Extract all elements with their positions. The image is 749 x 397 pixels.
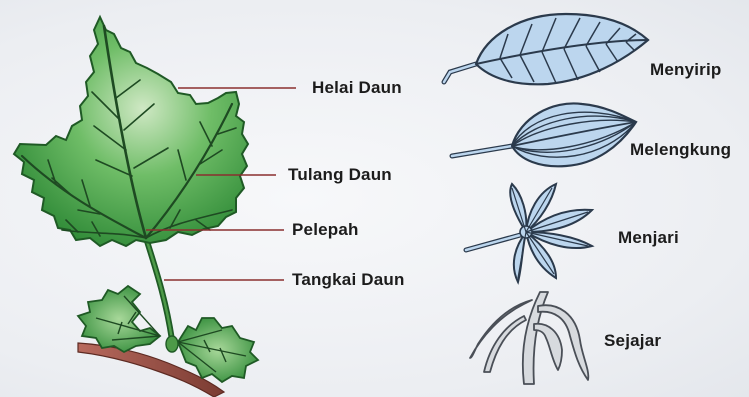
label-tangkai-daun: Tangkai Daun: [292, 270, 405, 290]
leaf-menyirip-illustration: [444, 14, 648, 84]
label-pelepah: Pelepah: [292, 220, 359, 240]
leaf-sejajar-illustration: [470, 292, 588, 384]
label-menjari: Menjari: [618, 228, 679, 248]
main-plant-illustration: [14, 17, 258, 397]
label-sejajar: Sejajar: [604, 331, 661, 351]
label-menyirip: Menyirip: [650, 60, 722, 80]
label-tulang-daun: Tulang Daun: [288, 165, 392, 185]
sheath-node: [166, 336, 178, 352]
leaf-melengkung-illustration: [452, 103, 636, 166]
label-helai-daun: Helai Daun: [312, 78, 402, 98]
label-melengkung: Melengkung: [630, 140, 731, 160]
small-leaf-left: [78, 286, 160, 352]
main-leaf-blade: [14, 17, 248, 246]
leaf-menjari-illustration: [466, 184, 592, 282]
